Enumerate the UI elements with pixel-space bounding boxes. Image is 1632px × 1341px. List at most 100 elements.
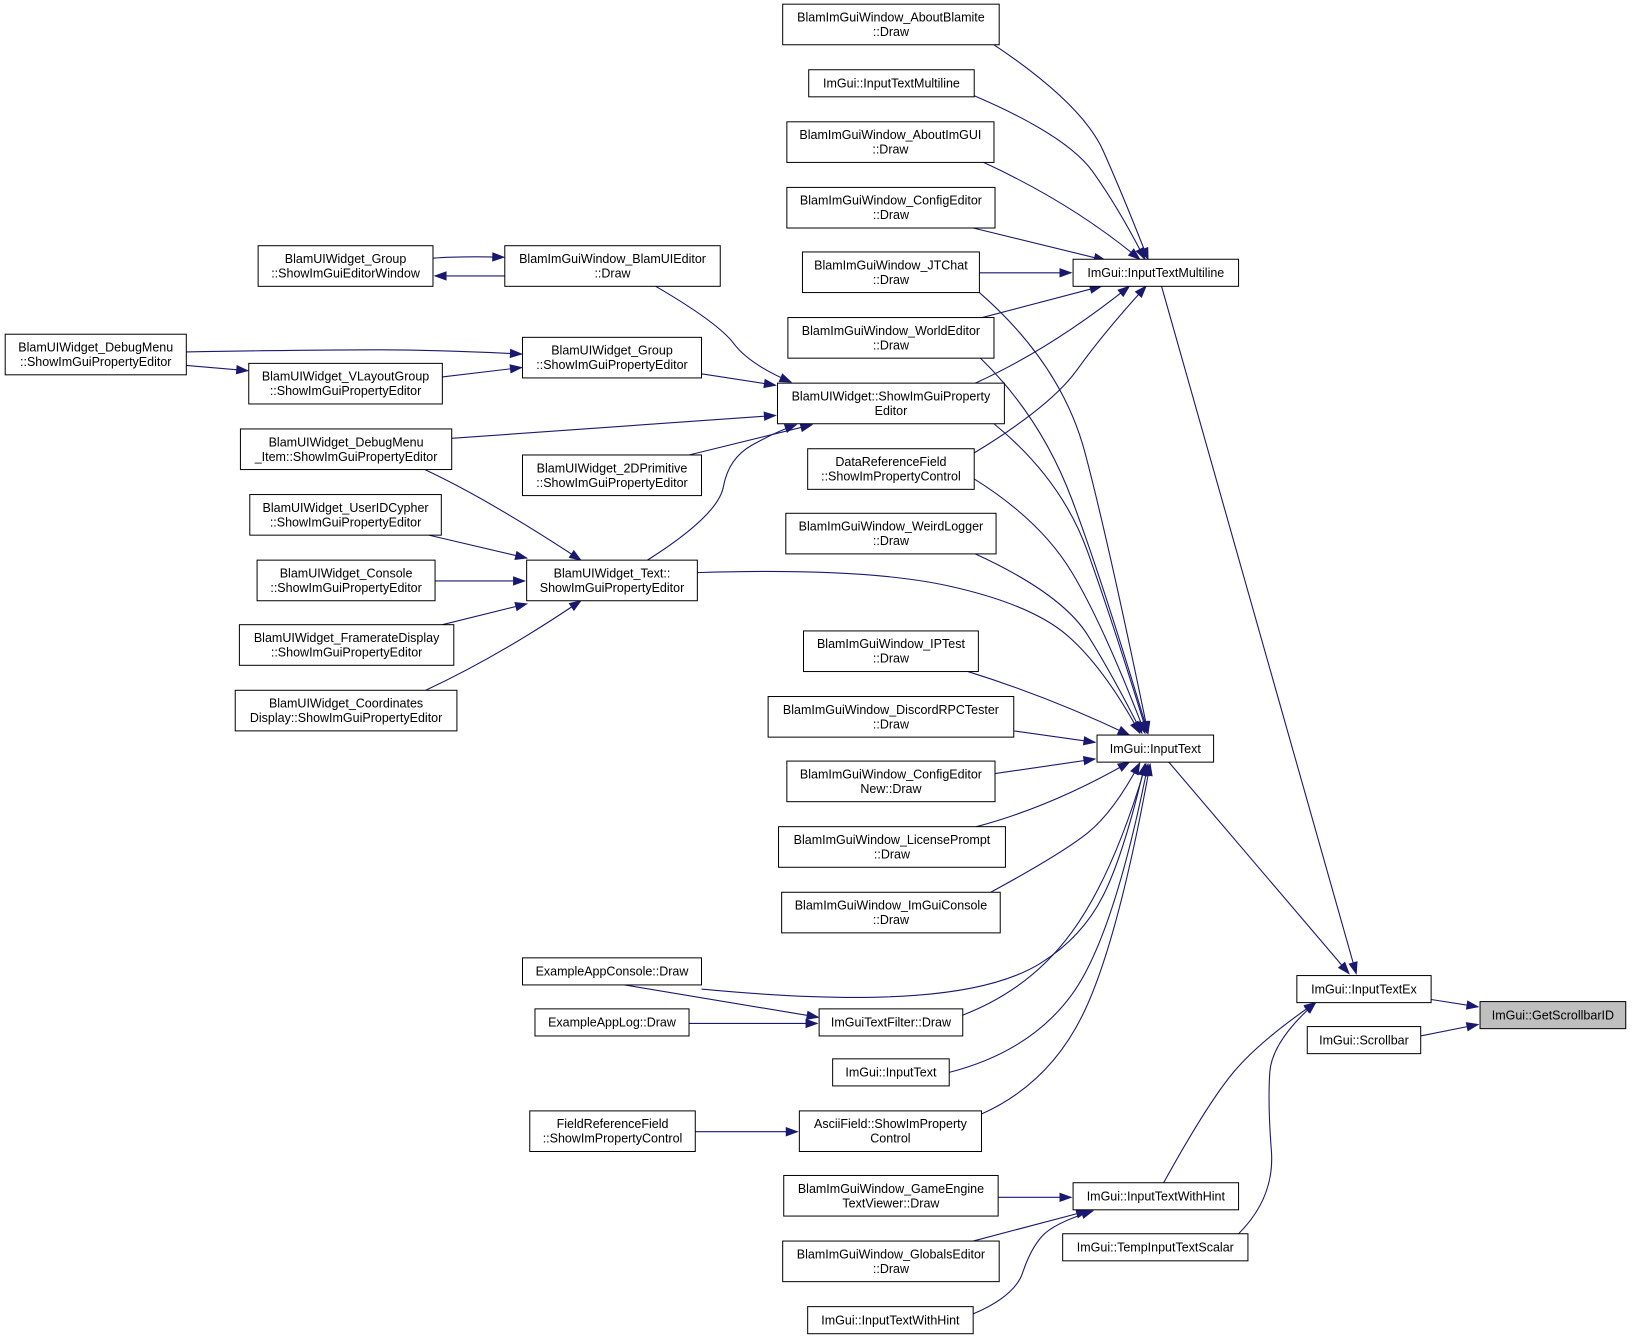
node-label: ::ShowImGuiPropertyEditor — [270, 515, 421, 529]
node-dataref_field[interactable]: DataReferenceField::ShowImPropertyContro… — [807, 448, 975, 490]
node-box[interactable] — [803, 630, 979, 673]
node-box[interactable] — [782, 3, 1000, 46]
node-box[interactable] — [818, 1008, 964, 1037]
node-text_showprop[interactable]: BlamUIWidget_Text::ShowImGuiPropertyEdit… — [526, 559, 698, 602]
node-box[interactable] — [801, 251, 980, 294]
node-world_editor[interactable]: BlamImGuiWindow_WorldEditor::Draw — [787, 317, 995, 359]
node-license_prompt[interactable]: BlamImGuiWindow_LicensePrompt::Draw — [778, 826, 1006, 868]
node-ascii_field[interactable]: AsciiField::ShowImPropertyControl — [798, 1110, 982, 1153]
edge-config_editor-to-inputtextmultiline_hub — [973, 227, 1107, 263]
node-getscrollbarid[interactable]: ImGui::GetScrollbarID — [1479, 1001, 1627, 1030]
node-inputtext_hub[interactable]: ImGui::InputText — [1096, 734, 1215, 763]
node-discord_rpc[interactable]: BlamImGuiWindow_DiscordRPCTester::Draw — [767, 696, 1015, 738]
node-box[interactable] — [786, 760, 996, 803]
node-jtchat[interactable]: BlamImGuiWindow_JTChat::Draw — [801, 251, 980, 294]
node-fieldref_field[interactable]: FieldReferenceField::ShowImPropertyContr… — [529, 1110, 696, 1153]
node-box[interactable] — [798, 1110, 982, 1153]
node-box[interactable] — [248, 362, 443, 405]
node-inputtextex[interactable]: ImGui::InputTextEx — [1296, 975, 1432, 1004]
node-box[interactable] — [1296, 975, 1432, 1004]
node-label: ImGui::InputTextEx — [1311, 982, 1417, 996]
node-box[interactable] — [1306, 1026, 1422, 1055]
node-box[interactable] — [776, 382, 1005, 425]
node-inputtextmultiline_leaf[interactable]: ImGui::InputTextMultiline — [808, 69, 975, 98]
node-box[interactable] — [4, 333, 187, 376]
node-iptest[interactable]: BlamImGuiWindow_IPTest::Draw — [803, 630, 979, 673]
node-vlayout_showprop[interactable]: BlamUIWidget_VLayoutGroup::ShowImGuiProp… — [248, 362, 443, 405]
node-box[interactable] — [786, 186, 996, 229]
node-useridcypher_showprop[interactable]: BlamUIWidget_UserIDCypher::ShowImGuiProp… — [249, 494, 442, 536]
node-box[interactable] — [782, 1240, 1000, 1283]
node-box[interactable] — [807, 448, 975, 490]
node-framerate_showprop[interactable]: BlamUIWidget_FramerateDisplay::ShowImGui… — [238, 624, 455, 666]
node-config_editor[interactable]: BlamImGuiWindow_ConfigEditor::Draw — [786, 186, 996, 229]
node-example_console[interactable]: ExampleAppConsole::Draw — [521, 957, 703, 986]
node-box[interactable] — [504, 245, 721, 287]
node-box[interactable] — [808, 69, 975, 98]
node-box[interactable] — [783, 1174, 999, 1217]
node-box[interactable] — [529, 1110, 696, 1153]
node-box[interactable] — [239, 428, 453, 471]
node-box[interactable] — [1072, 258, 1240, 287]
node-box[interactable] — [526, 559, 698, 602]
node-about_imgui[interactable]: BlamImGuiWindow_AboutImGUI::Draw — [786, 121, 995, 163]
edge-line — [973, 227, 1106, 261]
node-box[interactable] — [787, 317, 995, 359]
node-uiwidget_showprop[interactable]: BlamUIWidget::ShowImGuiPropertyEditor — [776, 382, 1005, 425]
edge-line — [978, 285, 1102, 320]
arrow-icon — [1134, 285, 1147, 298]
node-weird_logger[interactable]: BlamImGuiWindow_WeirdLogger::Draw — [785, 512, 997, 555]
node-tempinputtextscalar[interactable]: ImGui::TempInputTextScalar — [1062, 1233, 1249, 1262]
node-box[interactable] — [238, 624, 455, 666]
node-box[interactable] — [1072, 1182, 1240, 1211]
arrow-icon — [509, 348, 523, 359]
node-inputtextwithhint_leaf[interactable]: ImGui::InputTextWithHint — [807, 1306, 974, 1335]
node-inputtext_leaf[interactable]: ImGui::InputText — [832, 1058, 950, 1087]
arrow-icon — [763, 378, 777, 389]
node-box[interactable] — [256, 559, 436, 602]
node-scrollbar[interactable]: ImGui::Scrollbar — [1306, 1026, 1422, 1055]
node-box[interactable] — [767, 696, 1015, 738]
node-globals_editor[interactable]: BlamImGuiWindow_GlobalsEditor::Draw — [782, 1240, 1000, 1283]
node-prim2d_showprop[interactable]: BlamUIWidget_2DPrimitive::ShowImGuiPrope… — [521, 454, 703, 497]
node-debugmenu_item_showprop[interactable]: BlamUIWidget_DebugMenu_Item::ShowImGuiPr… — [239, 428, 453, 471]
node-box[interactable] — [234, 689, 458, 732]
node-box[interactable] — [781, 891, 1001, 934]
node-coords_showprop[interactable]: BlamUIWidget_CoordinatesDisplay::ShowImG… — [234, 689, 458, 732]
node-console_showprop[interactable]: BlamUIWidget_Console::ShowImGuiPropertyE… — [256, 559, 436, 602]
edge-line — [973, 478, 1146, 734]
node-box[interactable] — [785, 512, 997, 555]
node-label: BlamImGuiWindow_BlamUIEditor — [519, 252, 706, 266]
node-debugmenu_showprop[interactable]: BlamUIWidget_DebugMenu::ShowImGuiPropert… — [4, 333, 187, 376]
node-about_blamite[interactable]: BlamImGuiWindow_AboutBlamite::Draw — [782, 3, 1000, 46]
node-label: ExampleAppLog::Draw — [548, 1016, 677, 1030]
node-box[interactable] — [249, 494, 442, 536]
node-box[interactable] — [786, 121, 995, 163]
node-uieditor[interactable]: BlamImGuiWindow_BlamUIEditor::Draw — [504, 245, 721, 287]
node-inputtextmultiline_hub[interactable]: ImGui::InputTextMultiline — [1072, 258, 1240, 287]
node-box[interactable] — [778, 826, 1006, 868]
arrow-icon — [1059, 1192, 1073, 1203]
node-group_showprop[interactable]: BlamUIWidget_Group::ShowImGuiPropertyEdi… — [521, 336, 703, 379]
node-inputtextwithhint_hub[interactable]: ImGui::InputTextWithHint — [1072, 1182, 1240, 1211]
node-box[interactable] — [534, 1008, 690, 1037]
node-imgui_console[interactable]: BlamImGuiWindow_ImGuiConsole::Draw — [781, 891, 1001, 934]
node-box[interactable] — [1062, 1233, 1249, 1262]
node-box[interactable] — [807, 1306, 974, 1335]
node-box[interactable] — [1479, 1001, 1627, 1030]
node-box[interactable] — [521, 336, 703, 379]
node-gameengine_text[interactable]: BlamImGuiWindow_GameEngineTextViewer::Dr… — [783, 1174, 999, 1217]
node-textfilter_draw[interactable]: ImGuiTextFilter::Draw — [818, 1008, 964, 1037]
arrow-icon — [509, 364, 523, 374]
arrow-icon — [1127, 248, 1141, 261]
edge-line — [1168, 761, 1350, 974]
node-box[interactable] — [521, 454, 703, 497]
node-group_editorwindow[interactable]: BlamUIWidget_Group::ShowImGuiEditorWindo… — [257, 245, 434, 287]
node-box[interactable] — [521, 957, 703, 986]
node-box[interactable] — [832, 1058, 950, 1087]
node-box[interactable] — [1096, 734, 1215, 763]
arrow-icon — [1116, 761, 1131, 772]
node-example_log[interactable]: ExampleAppLog::Draw — [534, 1008, 690, 1037]
node-box[interactable] — [257, 245, 434, 287]
